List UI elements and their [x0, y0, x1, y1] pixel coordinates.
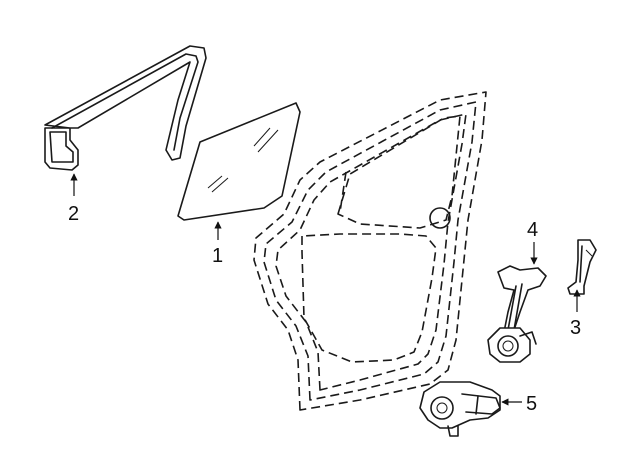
regulator-motor-part — [419, 381, 501, 437]
callout-5: 5 — [501, 393, 537, 415]
bracket-part — [567, 239, 597, 295]
callout-2: 2 — [68, 173, 79, 225]
callout-3: 3 — [570, 289, 581, 339]
callout-3-number: 3 — [570, 317, 581, 339]
run-channel-part — [44, 45, 207, 171]
callout-5-number: 5 — [526, 393, 537, 415]
callout-4-number: 4 — [527, 219, 538, 241]
callout-1: 1 — [212, 221, 223, 267]
callout-2-number: 2 — [68, 203, 79, 225]
callout-1-number: 1 — [212, 245, 223, 267]
glass-part — [177, 102, 301, 221]
window-regulator-part — [487, 265, 547, 363]
door-shell — [253, 91, 487, 411]
callout-4: 4 — [527, 219, 538, 265]
